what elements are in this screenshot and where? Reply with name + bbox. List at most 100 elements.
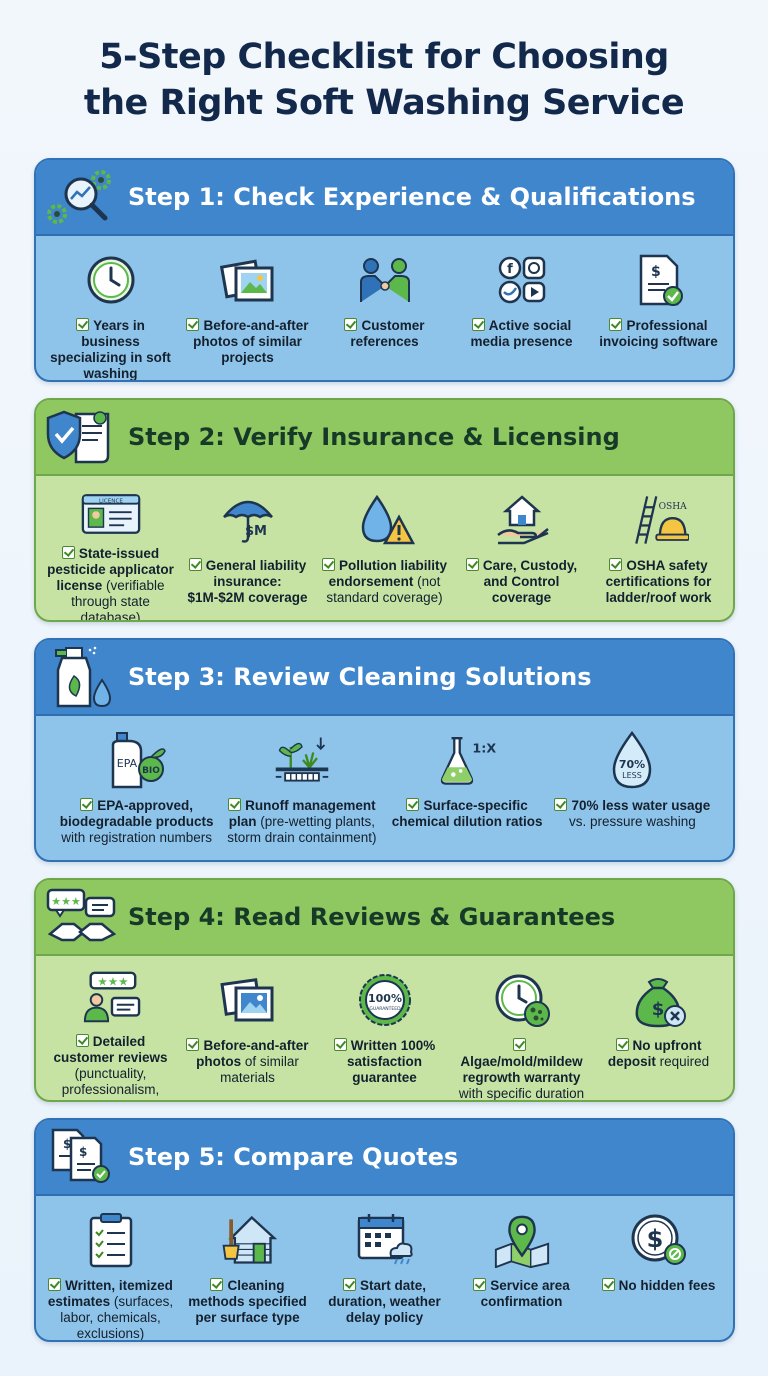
drop-warning-icon (355, 490, 415, 550)
page-title: 5-Step Checklist for Choosing the Right … (0, 34, 768, 126)
checkbox-icon (186, 318, 200, 331)
step-2-item-5: OSHA OSHA safety certifications for ladd… (590, 478, 727, 620)
item-rest-text: with specific duration (458, 1086, 585, 1101)
svg-text:f: f (507, 262, 513, 277)
item-rest-text: of similar materials (220, 1054, 299, 1085)
step-5-item-3: Start date, duration, weather delay poli… (316, 1198, 453, 1340)
item-rest-text: (surfaces, labor, chemicals, exclusions) (60, 1294, 174, 1341)
step-4-card: ★★★ Step 4: Read Reviews & Guarantees ★★… (34, 878, 735, 1102)
item-bold-text: Cleaning methods specified per surface t… (188, 1278, 307, 1325)
item-bold-text: Pollution liability endorsement (328, 558, 447, 589)
photos-icon (218, 970, 278, 1030)
house-brush-icon (218, 1210, 278, 1270)
item-bold-text: Start date, duration, weather delay poli… (328, 1278, 441, 1325)
svg-text:$: $ (646, 1225, 663, 1253)
step-1-header: Step 1: Check Experience & Qualification… (36, 160, 733, 236)
step-4-item-5: $ No upfront deposit required (590, 958, 727, 1100)
svg-text:★★★: ★★★ (51, 895, 81, 908)
item-bold-text: State-issued pesticide applicator licens… (47, 546, 174, 593)
spray-bottle-icon (36, 640, 128, 715)
checkbox-icon (465, 558, 479, 571)
item-rest-text: (not standard coverage) (326, 574, 443, 605)
checkbox-icon (188, 558, 202, 571)
svg-text:$: $ (651, 999, 664, 1020)
step-5-item-5: $ No hidden fees (590, 1198, 727, 1340)
photos-icon (218, 250, 278, 310)
checkbox-icon (601, 1278, 615, 1291)
dollar-no-icon: $ (629, 1210, 689, 1270)
checkbox-icon (473, 1278, 487, 1291)
drop-label-less: LESS (623, 771, 643, 780)
house-hand-icon (492, 490, 552, 550)
svg-text:$: $ (63, 1137, 71, 1151)
svg-text:★★★: ★★★ (97, 974, 128, 988)
svg-text:$: $ (79, 1145, 87, 1159)
step-1-card: Step 1: Check Experience & Qualification… (34, 158, 735, 382)
step-5-item-2: Cleaning methods specified per surface t… (179, 1198, 316, 1340)
item-bold-text: Written 100% satisfaction guarantee (346, 1038, 436, 1085)
invoice-icon: $ (629, 250, 689, 310)
item-bold-text: No hidden fees (618, 1278, 716, 1293)
checkbox-icon (186, 1038, 200, 1051)
title-line-1: 5-Step Checklist for Choosing (99, 37, 669, 77)
step-2-item-3: Pollution liability endorsement (not sta… (316, 478, 453, 620)
item-bold-text: Professional invoicing software (599, 318, 718, 349)
step-1-title: Step 1: Check Experience & Qualification… (128, 183, 696, 211)
reviews-handshake-icon: ★★★ (36, 880, 128, 955)
checkbox-icon (471, 318, 485, 331)
seal-guaranteed: GUARANTEED (369, 1006, 401, 1012)
drop-label-percent: 70% (619, 758, 645, 771)
item-bold-text: Care, Custody, and Control coverage (482, 558, 578, 605)
item-bold-text: OSHA safety certifications for ladder/ro… (605, 558, 712, 605)
magnifier-gears-icon (36, 160, 128, 235)
clipboard-checklist-icon (81, 1210, 141, 1270)
item-rest-text: with registration numbers (61, 830, 213, 845)
step-3-item-4: 70%LESS 70% less water usage vs. pressur… (550, 718, 715, 860)
step-3-header: Step 3: Review Cleaning Solutions (36, 640, 733, 716)
checkbox-icon (406, 798, 420, 811)
money-bag-x-icon: $ (629, 970, 689, 1030)
item-bold-text: Surface-specific chemical dilution ratio… (391, 798, 543, 829)
clock-mold-icon (492, 970, 552, 1030)
money-label: $M (245, 524, 267, 539)
customer-rating-icon: ★★★ (81, 970, 141, 1026)
item-rest-text: (pre-wetting plants, storm drain contain… (227, 814, 377, 845)
seal-percent: 100% (368, 992, 402, 1005)
step-5-title: Step 5: Compare Quotes (128, 1143, 459, 1171)
checkbox-icon (344, 318, 358, 331)
checkbox-icon (80, 798, 94, 811)
item-bold-text: Written, itemized estimates (47, 1278, 173, 1309)
step-3-item-2: Runoff management plan (pre-wetting plan… (219, 718, 384, 860)
checkbox-icon (609, 558, 623, 571)
map-pin-icon (492, 1210, 552, 1270)
item-bold-text: Runoff management plan (228, 798, 376, 829)
step-5-item-4: Service area confirmation (453, 1198, 590, 1340)
water-drop-icon: 70%LESS (602, 730, 662, 790)
ratio-label: 1:X (473, 741, 497, 756)
checkbox-icon (322, 558, 335, 571)
item-bold-text: Years in business specializing in soft w… (50, 318, 171, 381)
social-media-icon: f (492, 250, 552, 310)
item-bold-text: Service area confirmation (480, 1278, 570, 1309)
guarantee-seal-icon: 100%GUARANTEED (355, 970, 415, 1030)
step-1-item-1: Years in business specializing in soft w… (42, 238, 179, 381)
osha-label: OSHA (658, 502, 687, 512)
item-rest-text: (verifiable through state database) (71, 578, 165, 622)
item-rest-text: required (655, 1054, 710, 1069)
license-label: LICENCE (99, 498, 123, 504)
step-4-item-3: 100%GUARANTEED Written 100% satisfaction… (316, 958, 453, 1100)
item-bold-text: No upfront deposit (607, 1038, 702, 1069)
item-bold-text: 70% less water usage (571, 798, 711, 813)
item-bold-text: Active social media presence (470, 318, 573, 349)
step-2-card: Step 2: Verify Insurance & Licensing LIC… (34, 398, 735, 622)
step-5-header: $ $ Step 5: Compare Quotes (36, 1120, 733, 1196)
item-bold-text: Customer references (350, 318, 425, 349)
checkbox-icon (342, 1278, 356, 1291)
handshake-people-icon (355, 250, 415, 310)
checkbox-icon (61, 546, 75, 559)
step-1-item-4: f Active social media presence (453, 238, 590, 380)
calendar-rain-icon (355, 1210, 415, 1270)
checkbox-icon (609, 318, 623, 331)
